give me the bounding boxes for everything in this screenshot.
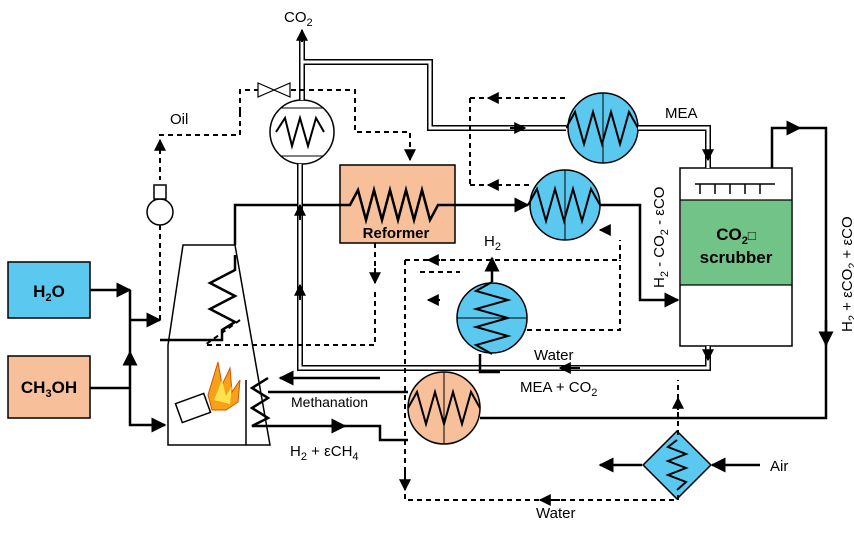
methanol-input-label: CH3OH: [21, 378, 77, 400]
water-bottom-label: Water: [536, 505, 575, 522]
flame-icon: [207, 361, 241, 411]
reformer: Reformer: [339, 164, 456, 244]
h2-out-label: H2: [484, 233, 501, 253]
methanation-coil: [249, 376, 271, 428]
scrubber-label-line1: CO2□: [716, 225, 756, 247]
air-cooler-coil: [665, 439, 689, 491]
oil-hx-plates: [280, 107, 324, 157]
co2-vent-label: CO2: [284, 9, 313, 29]
water-input-box: H2O: [7, 261, 91, 319]
burner: [174, 361, 241, 424]
furnace-housing: [167, 244, 271, 446]
valve-icon: [257, 82, 291, 98]
pump-icon: [146, 198, 174, 226]
oil-pump: [146, 184, 174, 226]
scrubber-gas-outlet: [480, 120, 828, 420]
co2-scrubber: CO2□ scrubber: [679, 167, 793, 347]
oil-hx-coil: [275, 114, 325, 150]
water-box-shape: [7, 261, 91, 319]
water-mid-label: Water: [534, 347, 573, 364]
mea-label: MEA: [665, 105, 698, 122]
air-cooler: [641, 429, 713, 501]
reformer-outlet-heat-exchanger: [527, 169, 601, 241]
h2-ch4-label: H2 + εCH4: [290, 443, 359, 463]
oil-hx-shell: [269, 99, 335, 165]
oil-label: Oil: [170, 111, 188, 128]
oil-heat-exchanger: [269, 99, 335, 165]
methanation-heat-exchanger: [407, 371, 481, 445]
scrubber-packing: [681, 200, 791, 285]
methanol-input-box: CH3OH: [7, 355, 91, 419]
reformer-coil: [340, 185, 455, 225]
burner-nozzle: [174, 392, 212, 424]
reformer-label: Reformer: [363, 225, 430, 242]
scrubber-label-line2: scrubber: [700, 248, 773, 267]
methanol-box-shape: [7, 355, 91, 419]
pump-motor-icon: [153, 184, 167, 200]
furnace-coil: [160, 255, 238, 342]
water-input-label: H2O: [33, 282, 65, 304]
furnace: [167, 244, 271, 446]
flame-core-icon: [214, 380, 232, 404]
scrubber-inlet-composition-label: H2 - CO2 - εCO: [651, 187, 671, 288]
h2-heat-exchanger: [456, 281, 528, 355]
mea-co2-label: MEA + CO2: [520, 379, 597, 399]
h2-process-lines: [268, 256, 500, 442]
air-label: Air: [770, 458, 788, 475]
scrubber-spray-header: [695, 183, 775, 194]
methanation-label: Methanation: [291, 394, 368, 410]
scrubber-outlet-composition-label: H2 + εCO2 + εCO: [839, 216, 854, 332]
feed-lines: [90, 282, 167, 433]
mea-heat-exchanger: [565, 92, 639, 164]
